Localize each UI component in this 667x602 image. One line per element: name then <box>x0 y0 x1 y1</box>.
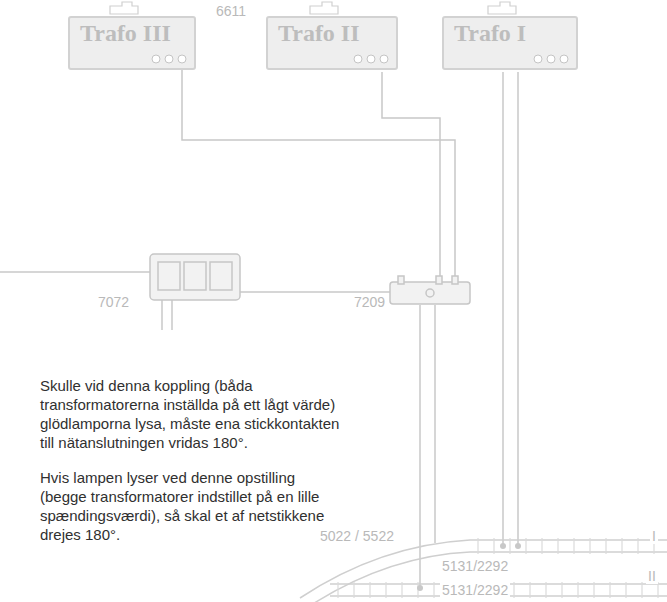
wires <box>0 70 518 586</box>
transformer-box: Trafo II <box>266 16 398 70</box>
transformer-name: Trafo II <box>268 18 370 49</box>
transformer-name: Trafo I <box>444 18 536 49</box>
wire <box>0 271 150 273</box>
wire <box>502 72 504 546</box>
wire <box>434 305 436 543</box>
track-contact <box>515 543 521 549</box>
part-number: 5131/2292 <box>440 582 510 598</box>
track-ties <box>338 538 658 598</box>
part-number: 5131/2292 <box>440 558 510 574</box>
track <box>300 540 667 602</box>
terminals <box>150 53 190 65</box>
track-number: I <box>650 528 658 544</box>
wire <box>182 70 455 282</box>
distributor-7209 <box>390 276 470 304</box>
note-text: Hvis lampen lyser ved denne opstilling (… <box>40 468 340 544</box>
wire <box>517 72 519 546</box>
transformer-name: Trafo III <box>70 18 181 49</box>
part-number: 6611 <box>214 3 248 19</box>
transformer-box: Trafo I <box>442 16 578 70</box>
part-number: 7209 <box>352 294 387 310</box>
note-text: Skulle vid denna koppling (båda transfor… <box>40 376 340 452</box>
transformer-box: Trafo III <box>68 16 196 70</box>
terminals <box>352 53 392 65</box>
wire <box>240 291 392 293</box>
wire <box>419 305 421 586</box>
loco-icons <box>110 2 516 14</box>
terminals <box>532 53 572 65</box>
wire <box>382 72 440 282</box>
wire <box>171 300 173 330</box>
wire <box>161 300 163 330</box>
part-number: 5022 / 5522 <box>318 528 396 544</box>
switch-box-7072 <box>150 254 240 300</box>
track-contact <box>417 585 423 591</box>
track-contact <box>500 543 506 549</box>
part-number: 7072 <box>96 294 131 310</box>
track-number: II <box>646 568 658 584</box>
